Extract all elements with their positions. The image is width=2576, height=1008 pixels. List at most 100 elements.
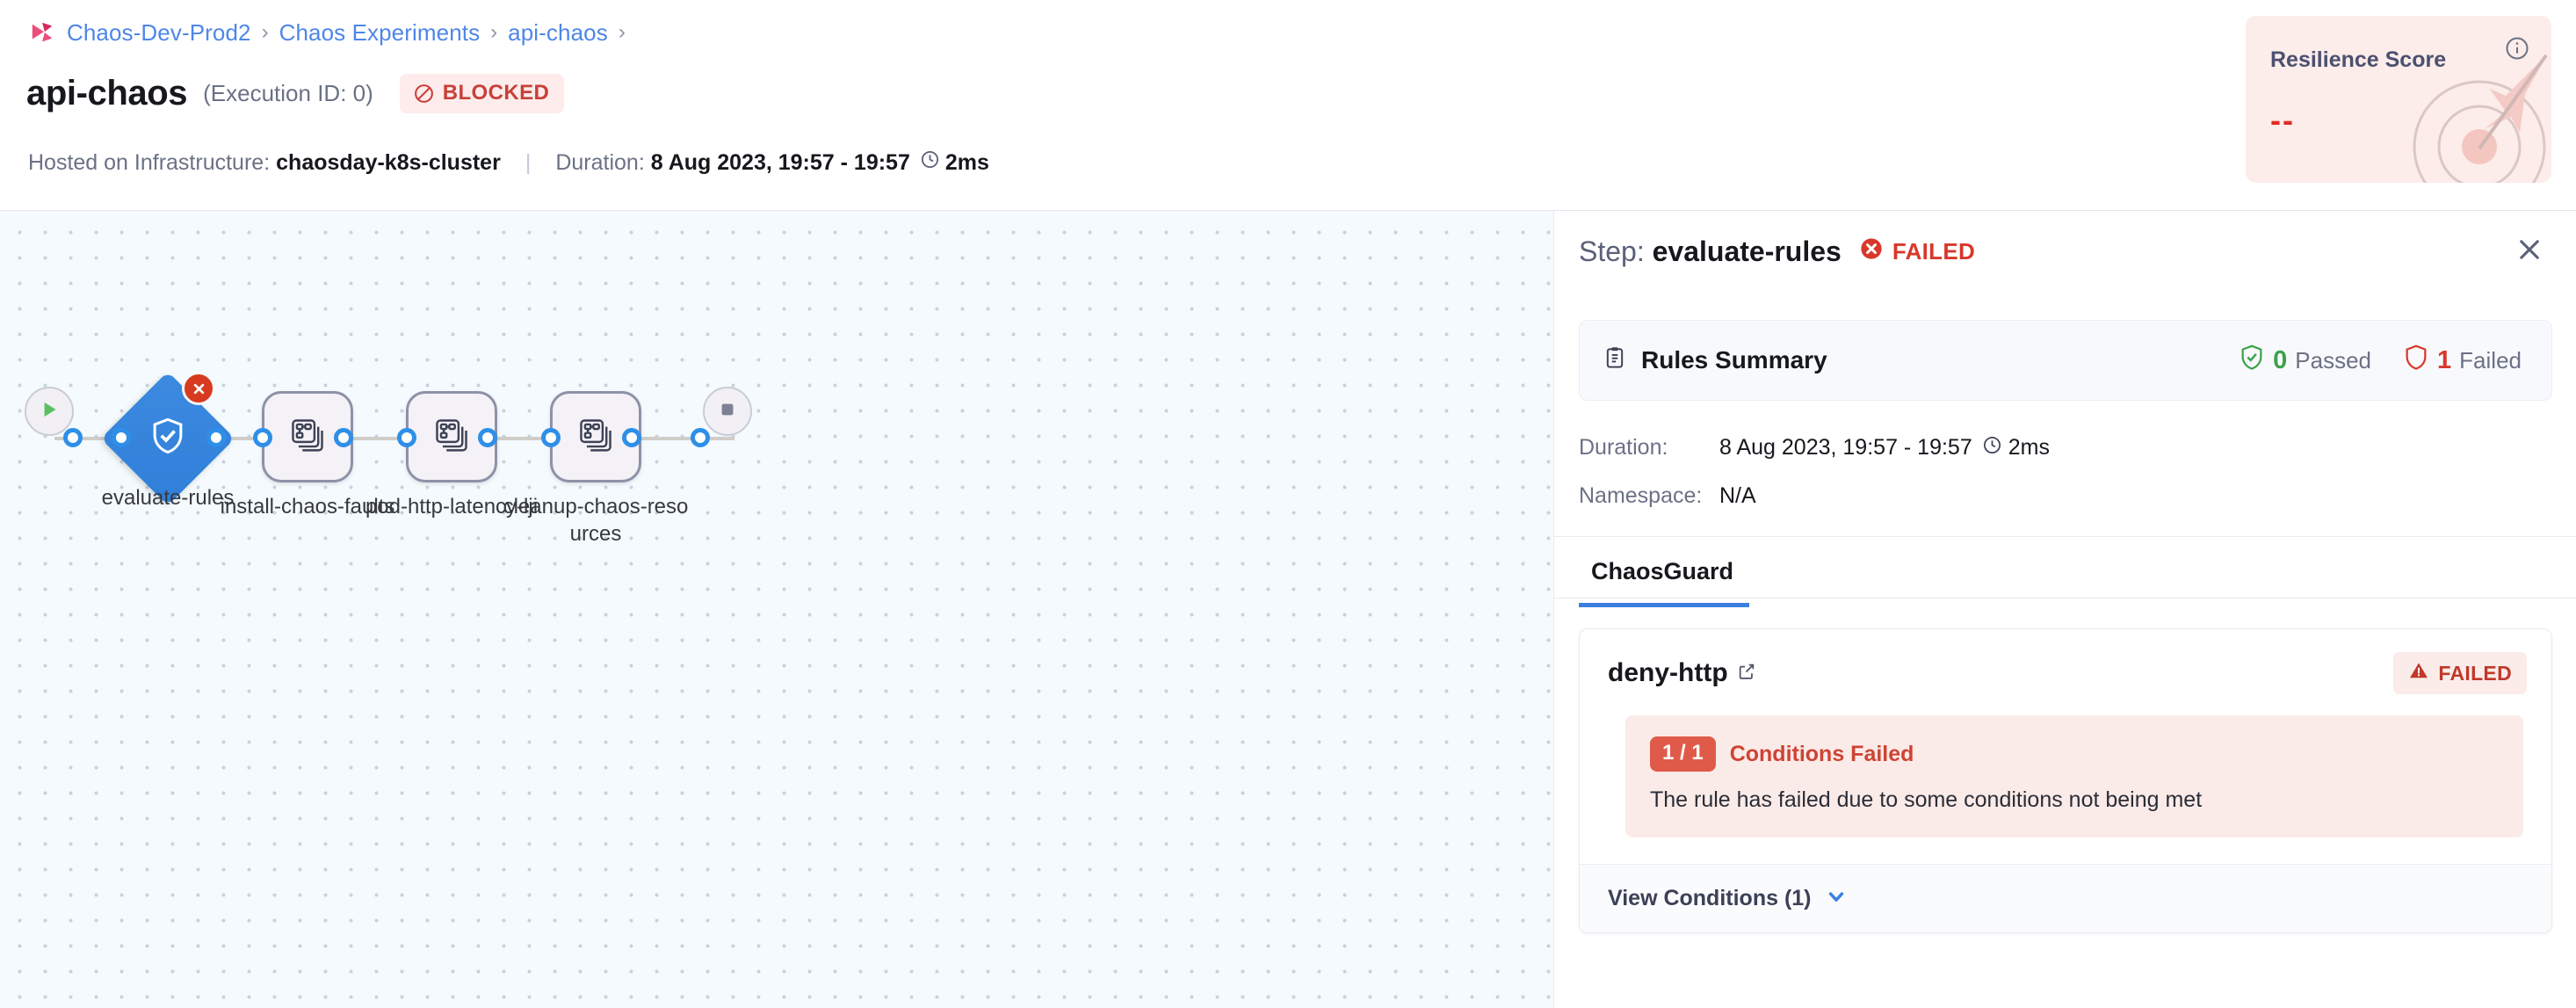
- blocked-icon: [413, 83, 435, 105]
- detail-namespace-row: Namespace: N/A: [1579, 483, 1756, 509]
- conditions-failed-title: Conditions Failed: [1729, 741, 1914, 766]
- shield-check-icon: [2239, 344, 2265, 378]
- cleanup-chaos-resources-port-in[interactable]: [541, 428, 561, 447]
- chevron-down-icon[interactable]: [1824, 884, 1849, 913]
- graph-node-label: evaluate-rules: [101, 486, 235, 510]
- shield-outline-icon: [2403, 344, 2429, 378]
- graph-node-label: pod-http-latency-lji: [365, 495, 539, 519]
- rules-summary-title: Rules Summary: [1641, 346, 1827, 373]
- page-title: api-chaos: [26, 74, 188, 112]
- rules-summary-heading: Rules Summary: [1603, 345, 1827, 376]
- panel-tabs: ChaosGuard: [1579, 558, 1750, 607]
- breadcrumb: Chaos-Dev-Prod2 › Chaos Experiments › ap…: [30, 19, 626, 46]
- conditions-failed-header: 1 / 1 Conditions Failed: [1650, 736, 2499, 772]
- external-link-icon[interactable]: [1737, 658, 1756, 688]
- target-dart-icon: [2374, 41, 2551, 183]
- conditions-failed-description: The rule has failed due to some conditio…: [1650, 787, 2203, 812]
- end-node-port-in[interactable]: [691, 428, 710, 447]
- chaos-fault-icon: [575, 415, 616, 460]
- detail-namespace-value: N/A: [1719, 483, 1756, 508]
- clock-icon: [920, 149, 940, 176]
- start-node-port-out[interactable]: [63, 428, 83, 447]
- breadcrumb-separator: ›: [490, 20, 498, 44]
- resilience-score-title: Resilience Score: [2270, 47, 2447, 72]
- close-icon[interactable]: [2514, 235, 2544, 269]
- rules-passed-count: 0: [2273, 345, 2288, 374]
- detail-duration-value: 8 Aug 2023, 19:57 - 19:57: [1719, 435, 1972, 460]
- duration-elapsed: 2ms: [944, 149, 989, 175]
- conditions-count-pill: 1 / 1: [1650, 736, 1716, 772]
- view-conditions-label: View Conditions (1): [1608, 886, 1812, 910]
- rules-failed-count: 1: [2437, 345, 2452, 374]
- status-badge: BLOCKED: [399, 74, 565, 113]
- detail-duration-row: Duration: 8 Aug 2023, 19:57 - 19:57 2ms: [1579, 435, 2050, 461]
- evaluate-rules-port-out[interactable]: [206, 428, 226, 447]
- view-conditions-toggle[interactable]: View Conditions (1): [1580, 864, 2551, 932]
- clipboard-icon: [1603, 345, 1627, 376]
- resilience-score-value: --: [2270, 102, 2295, 138]
- pod-http-latency-lji-port-out[interactable]: [478, 428, 497, 447]
- rule-name: deny-http: [1608, 658, 1728, 687]
- breadcrumb-item-1[interactable]: Chaos Experiments: [279, 19, 481, 46]
- install-chaos-faults-port-in[interactable]: [253, 428, 272, 447]
- rule-card-header: deny-http: [1580, 629, 2551, 703]
- graph-edge: [485, 437, 580, 440]
- rule-name-wrap: deny-http: [1608, 658, 1756, 688]
- error-x-icon[interactable]: [182, 372, 215, 405]
- rules-passed-label: Passed: [2295, 346, 2372, 373]
- rules-failed-chip: 1 Failed: [2403, 344, 2522, 378]
- play-icon: [38, 398, 61, 425]
- graph-node-label: install-chaos-faults: [220, 495, 395, 519]
- info-icon[interactable]: [2504, 35, 2530, 66]
- panel-status-badge: FAILED: [1859, 236, 1975, 267]
- panel-step-prefix: Step:: [1579, 235, 1645, 267]
- stop-icon: [718, 400, 737, 424]
- rules-summary-counts: 0 Passed 1 Failed: [2239, 344, 2522, 378]
- cleanup-chaos-resources-port-out[interactable]: [622, 428, 641, 447]
- resilience-score-card: Resilience Score --: [2246, 16, 2551, 183]
- meta-divider: |: [525, 149, 532, 175]
- clock-icon: [1982, 435, 2002, 461]
- rules-failed-label: Failed: [2459, 346, 2522, 373]
- rule-card-deny-http: deny-http: [1579, 628, 2552, 933]
- breadcrumb-item-2[interactable]: api-chaos: [508, 19, 608, 46]
- graph-node-label: cleanup-chaos-resources: [503, 495, 689, 546]
- error-x-icon: [1859, 236, 1884, 267]
- infrastructure-value: chaosday-k8s-cluster: [276, 149, 501, 175]
- detail-namespace-key: Namespace:: [1579, 483, 1703, 508]
- panel-header: Step: evaluate-rules FAILED: [1554, 211, 2576, 292]
- detail-duration-elapsed: 2ms: [2008, 435, 2050, 460]
- detail-duration-key: Duration:: [1579, 435, 1668, 460]
- evaluate-rules-port-in[interactable]: [112, 428, 131, 447]
- rule-status-label: FAILED: [2438, 661, 2512, 685]
- breadcrumb-separator-trailing: ›: [618, 20, 626, 44]
- rule-status-badge: FAILED: [2393, 652, 2527, 694]
- graph-node-evaluate-rules[interactable]: [100, 371, 235, 506]
- tab-chaosguard[interactable]: ChaosGuard: [1579, 558, 1750, 607]
- end-node[interactable]: [703, 387, 752, 436]
- breadcrumb-item-0[interactable]: Chaos-Dev-Prod2: [67, 19, 251, 46]
- step-details-panel: Step: evaluate-rules FAILED: [1553, 211, 2576, 1008]
- graph-edge: [341, 437, 436, 440]
- breadcrumb-separator: ›: [261, 20, 269, 44]
- graph-edge: [629, 437, 734, 440]
- title-row: api-chaos (Execution ID: 0) BLOCKED: [26, 74, 565, 113]
- pipeline-canvas[interactable]: evaluate-rules install-chaos-faults: [0, 211, 1553, 1008]
- status-badge-label: BLOCKED: [442, 81, 550, 105]
- rules-summary-card: Rules Summary 0 Passed: [1579, 320, 2552, 401]
- chaos-fault-icon: [287, 415, 328, 460]
- install-chaos-faults-port-out[interactable]: [334, 428, 353, 447]
- pod-http-latency-lji-port-in[interactable]: [397, 428, 416, 447]
- panel-status-label: FAILED: [1892, 237, 1976, 265]
- chaos-fault-icon: [431, 415, 472, 460]
- duration-label: Duration:: [555, 149, 645, 175]
- page-header: Chaos-Dev-Prod2 › Chaos Experiments › ap…: [0, 0, 2576, 211]
- shield-check-icon: [148, 417, 187, 461]
- duration-value: 8 Aug 2023, 19:57 - 19:57: [650, 149, 910, 175]
- infrastructure-label: Hosted on Infrastructure:: [28, 149, 271, 175]
- start-node[interactable]: [25, 387, 74, 436]
- meta-row: Hosted on Infrastructure: chaosday-k8s-c…: [28, 149, 989, 176]
- conditions-failed-box: 1 / 1 Conditions Failed The rule has fai…: [1625, 715, 2523, 838]
- panel-divider: [1554, 536, 2576, 537]
